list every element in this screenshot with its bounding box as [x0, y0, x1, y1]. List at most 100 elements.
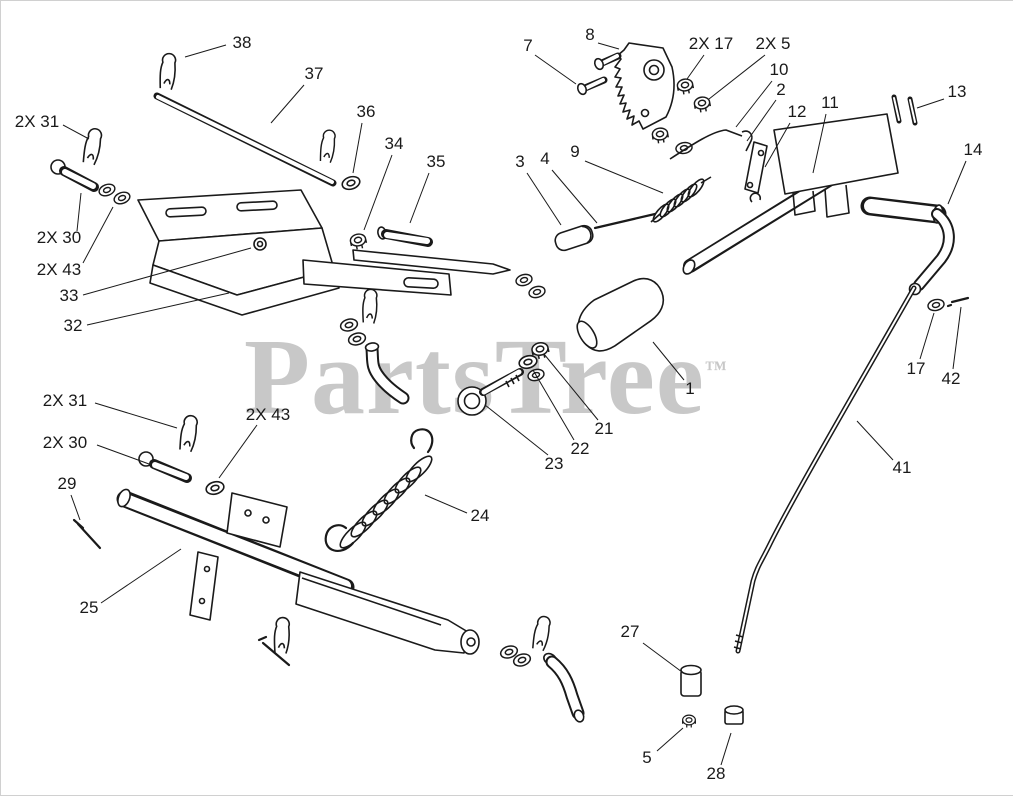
- c-clip-icon: [749, 192, 762, 203]
- callout-41: 41: [893, 458, 912, 477]
- callout-10: 10: [770, 60, 789, 79]
- leader-36: [352, 122, 363, 174]
- leader-31-lower: [94, 402, 178, 429]
- leader-24: [424, 494, 468, 514]
- callout-42: 42: [942, 369, 961, 388]
- assembly-upper-left-bracket: [50, 51, 547, 405]
- leader-9: [584, 160, 664, 194]
- leader-25: [100, 548, 182, 604]
- handle-housing-11-icon: [773, 113, 899, 195]
- nut-34-icon: [348, 231, 369, 252]
- callout-37: 37: [305, 64, 324, 83]
- callout-13: 13: [948, 82, 967, 101]
- washer-43-upper-2-icon: [111, 189, 133, 207]
- callout-5-lower: 5: [642, 748, 651, 767]
- callout-2x30-upper: 2X 30: [37, 228, 81, 247]
- roller-grip-1-icon: [576, 277, 665, 352]
- spring-24-icon: [324, 428, 434, 552]
- leader-17b: [919, 312, 935, 360]
- callout-8: 8: [585, 25, 594, 44]
- leader-38: [184, 44, 227, 58]
- leader-43-lower: [218, 424, 258, 479]
- callout-34: 34: [385, 134, 404, 153]
- spring-9-icon: [650, 176, 712, 223]
- leader-14: [947, 160, 967, 205]
- callout-2x17: 2X 17: [689, 34, 733, 53]
- callout-29: 29: [58, 474, 77, 493]
- wire-link-10-icon: [669, 129, 743, 160]
- leader-1: [652, 341, 685, 381]
- leader-3: [526, 172, 562, 226]
- callout-25: 25: [80, 598, 99, 617]
- washer-43-upper-icon: [96, 181, 118, 199]
- callout-22: 22: [571, 439, 590, 458]
- callout-23: 23: [545, 454, 564, 473]
- leader-13: [916, 98, 945, 109]
- leader-37: [270, 84, 305, 124]
- leader-32: [86, 292, 230, 326]
- callout-4: 4: [540, 149, 549, 168]
- callout-2: 2: [776, 80, 785, 99]
- leader-21: [543, 353, 599, 421]
- cotter-pin-arm-icon: [272, 616, 292, 655]
- bushing-3-icon: [554, 224, 594, 252]
- leader-31-upper: [62, 124, 90, 140]
- leader-41: [856, 420, 894, 461]
- leader-27: [642, 642, 683, 673]
- callout-3: 3: [515, 152, 524, 171]
- leader-42: [952, 306, 962, 370]
- pointed-bar-icon: [352, 249, 511, 275]
- leader-30-lower: [96, 444, 150, 465]
- hook-2-icon: [741, 130, 753, 152]
- callout-35: 35: [427, 152, 446, 171]
- callout-21: 21: [595, 419, 614, 438]
- nut-lower-icon: [650, 126, 670, 145]
- pin-42-icon: [946, 296, 970, 308]
- callout-2x30-lower: 2X 30: [43, 433, 87, 452]
- callout-27: 27: [621, 622, 640, 641]
- nut-17-icon: [675, 77, 695, 96]
- callout-labels: 38 37 36 34 35 2X 31 2X 30 2X 43 33 32 2…: [15, 25, 983, 783]
- washer-43-lower-icon: [203, 479, 227, 497]
- callout-28: 28: [707, 764, 726, 783]
- callout-2x31-lower: 2X 31: [43, 391, 87, 410]
- cotter-pin-36-icon: [317, 128, 338, 164]
- arm-weldment-icon: [295, 571, 469, 654]
- leader-8: [597, 42, 620, 50]
- leader-2: [746, 99, 777, 142]
- mount-bracket-icon: [226, 492, 288, 548]
- callout-11: 11: [821, 93, 839, 112]
- assembly-lift-arm: [72, 413, 585, 723]
- leader-34: [363, 154, 393, 231]
- pin-29-icon: [72, 518, 102, 550]
- rod-4-icon: [593, 212, 657, 230]
- nut-5-icon: [692, 95, 712, 114]
- washer-17-icon: [926, 297, 946, 313]
- nut-5-lower-icon: [682, 714, 696, 729]
- cotter-pin-31-lower-icon: [177, 413, 201, 453]
- leader-11: [812, 113, 827, 174]
- callout-2x31-upper: 2X 31: [15, 112, 59, 131]
- leader-29: [70, 494, 81, 521]
- callout-7: 7: [523, 36, 532, 55]
- leader-23: [484, 404, 549, 456]
- callout-14: 14: [964, 140, 983, 159]
- nut-28-icon: [724, 705, 744, 725]
- callout-33: 33: [60, 286, 79, 305]
- washer-22-icon: [516, 353, 540, 371]
- washer-arm-2-icon: [527, 283, 547, 301]
- bracket-bottom-lip-icon: [149, 264, 340, 316]
- coupler-27-icon: [680, 664, 702, 697]
- callout-2x43-upper: 2X 43: [37, 260, 81, 279]
- callout-12: 12: [788, 102, 807, 121]
- leader-lines: [62, 42, 967, 766]
- callout-2x5: 2X 5: [756, 34, 791, 53]
- leader-5: [708, 54, 766, 100]
- leader-22: [532, 369, 575, 441]
- washer-36-icon: [339, 173, 363, 193]
- leader-17: [686, 54, 705, 80]
- callout-32: 32: [64, 316, 83, 335]
- callout-38: 38: [233, 33, 252, 52]
